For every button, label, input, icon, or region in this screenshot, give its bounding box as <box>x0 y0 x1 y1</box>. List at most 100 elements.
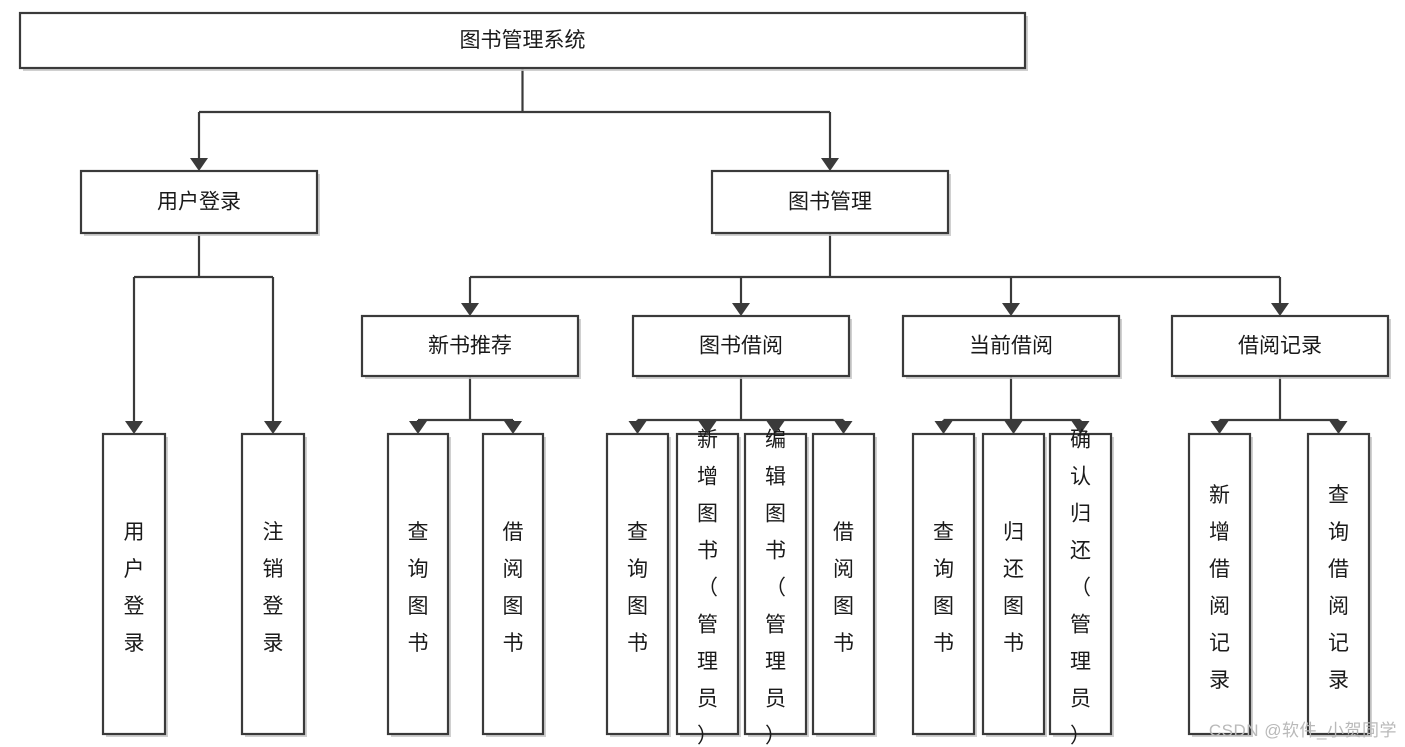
arrow-head-icon <box>1071 421 1090 434</box>
node-label-char: 销 <box>263 558 284 581</box>
node-label-char: 新 <box>1209 484 1230 507</box>
node-label-char: 理 <box>765 650 786 673</box>
node-label-char: （ <box>765 576 786 599</box>
node-user-login[interactable]: 用户登录 <box>79 169 320 236</box>
edge-layer <box>125 68 1348 434</box>
node-label-char: 管 <box>765 613 786 636</box>
node-label-char: 录 <box>1209 669 1230 692</box>
node-label-char: 图 <box>408 595 429 618</box>
arrow-head-icon <box>698 421 717 434</box>
node-label-char: 借 <box>1328 558 1349 581</box>
node-current-borrow[interactable]: 当前借阅 <box>901 314 1122 379</box>
node-leaf-bb-borrow[interactable]: 借阅图书借阅图书 <box>811 432 877 737</box>
node-book-manage[interactable]: 图书管理 <box>710 169 951 236</box>
node-label-char: 阅 <box>833 558 854 581</box>
node-borrow-record[interactable]: 借阅记录 <box>1170 314 1391 379</box>
node-label-char: 用 <box>124 521 145 544</box>
arrow-head-icon <box>834 421 853 434</box>
arrow-head-icon <box>934 421 953 434</box>
node-label-char: 增 <box>697 465 718 488</box>
node-root[interactable]: 图书管理系统 <box>18 11 1028 71</box>
node-box <box>79 169 319 235</box>
node-box <box>1306 432 1371 736</box>
node-label: 当前借阅 <box>969 335 1053 358</box>
node-box <box>631 314 851 378</box>
node-box <box>710 169 950 235</box>
node-label-char: 询 <box>408 558 429 581</box>
arrow-head-icon <box>1002 303 1020 316</box>
node-label-char: 查 <box>627 521 648 544</box>
node-label-char: ） <box>697 724 718 747</box>
node-label-char: 理 <box>697 650 718 673</box>
node-leaf-bb-query[interactable]: 查询图书查询图书 <box>605 432 671 737</box>
node-label: 借阅记录 <box>1238 335 1322 358</box>
node-box <box>675 432 740 736</box>
node-label-char: 询 <box>933 558 954 581</box>
node-label-char: 图 <box>697 502 718 525</box>
node-label-char: 查 <box>933 521 954 544</box>
node-label-char: 还 <box>1070 539 1091 562</box>
node-label-char: 员 <box>765 687 786 710</box>
node-new-book[interactable]: 新书推荐 <box>360 314 581 379</box>
node-label-char: 询 <box>627 558 648 581</box>
node-leaf-br-add[interactable]: 新增借阅记录新增借阅记录 <box>1187 432 1253 737</box>
node-box <box>605 432 670 736</box>
node-label-char: 图 <box>933 595 954 618</box>
arrow-head-icon <box>504 421 522 434</box>
node-box <box>101 432 167 736</box>
node-label-char: 认 <box>1070 465 1091 488</box>
node-label-char: 阅 <box>1328 595 1349 618</box>
node-leaf-nb-borrow[interactable]: 借阅图书借阅图书 <box>481 432 546 737</box>
node-label-char: 归 <box>1070 502 1091 525</box>
node-label-char: 管 <box>1070 613 1091 636</box>
node-box <box>811 432 876 736</box>
node-leaf-cb-return[interactable]: 归还图书归还图书 <box>981 432 1047 737</box>
node-label-char: 借 <box>833 521 854 544</box>
node-label-char: 书 <box>408 632 429 655</box>
arrow-head-icon <box>409 421 427 434</box>
node-leaf-nb-query[interactable]: 查询图书查询图书 <box>386 432 451 737</box>
arrow-head-icon <box>264 421 282 434</box>
arrow-head-icon <box>1210 421 1229 434</box>
node-label-char: 录 <box>263 632 284 655</box>
node-box <box>360 314 580 378</box>
node-label: 新书推荐 <box>428 335 512 358</box>
node-label-char: 记 <box>1328 632 1349 655</box>
node-label-char: 辑 <box>765 465 786 488</box>
node-label-char: 书 <box>933 632 954 655</box>
node-leaf-cb-query[interactable]: 查询图书查询图书 <box>911 432 977 737</box>
node-label-char: （ <box>697 576 718 599</box>
node-label-char: 理 <box>1070 650 1091 673</box>
node-leaf-br-query[interactable]: 查询借阅记录查询借阅记录 <box>1306 432 1372 737</box>
node-label-char: 书 <box>1003 632 1024 655</box>
node-label-char: 新 <box>697 428 718 451</box>
node-label-char: ） <box>1070 724 1091 747</box>
arrow-head-icon <box>732 303 750 316</box>
node-label-char: 归 <box>1003 521 1024 544</box>
node-label-char: （ <box>1070 576 1091 599</box>
node-label-char: 询 <box>1328 521 1349 544</box>
node-label-char: 户 <box>124 558 145 581</box>
arrow-head-icon <box>821 158 839 171</box>
node-label-char: 确 <box>1070 428 1091 451</box>
node-label: 图书管理 <box>788 191 872 214</box>
arrow-head-icon <box>766 421 785 434</box>
node-book-borrow[interactable]: 图书借阅 <box>631 314 852 379</box>
node-label-char: 还 <box>1003 558 1024 581</box>
node-label-char: 借 <box>1209 558 1230 581</box>
node-box <box>1170 314 1390 378</box>
arrow-head-icon <box>190 158 208 171</box>
node-label-char: 图 <box>627 595 648 618</box>
node-label-char: 查 <box>1328 484 1349 507</box>
node-leaf-user-login[interactable]: 用户登录用户登录 <box>101 432 168 737</box>
node-layer: 图书管理系统用户登录图书管理新书推荐图书借阅当前借阅借阅记录用户登录用户登录注销… <box>18 11 1391 747</box>
node-label-char: 记 <box>1209 632 1230 655</box>
node-leaf-user-logout[interactable]: 注销登录注销登录 <box>240 432 307 737</box>
node-label-char: 图 <box>765 502 786 525</box>
node-box <box>981 432 1046 736</box>
